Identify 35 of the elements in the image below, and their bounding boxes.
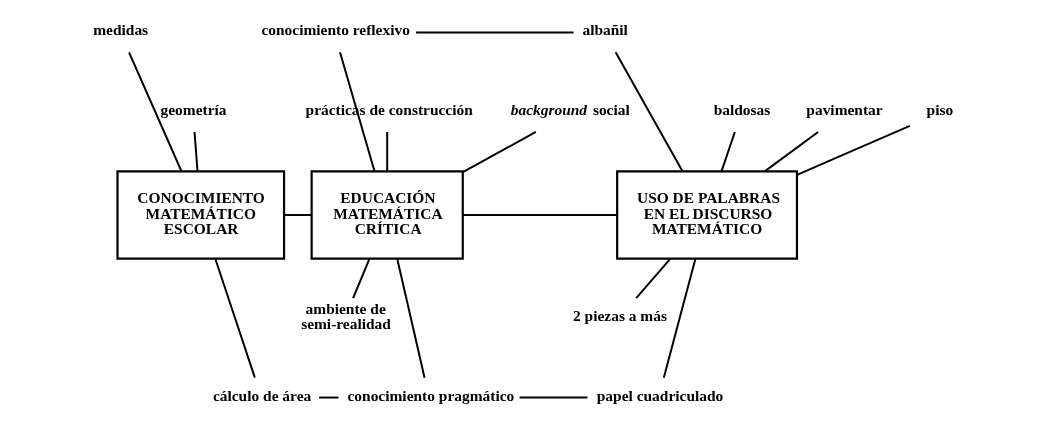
connector (318, 396, 340, 399)
node-text: papel cuadriculado (596, 386, 724, 404)
node-text: 2 piezas a más (573, 307, 667, 325)
connector (214, 257, 256, 379)
node-box: USO DE PALABRAS EN EL DISCURSO MATEMÁTICO (616, 170, 799, 260)
connector (352, 257, 371, 300)
connector (396, 257, 426, 379)
node-text: conocimiento pragmático (347, 386, 515, 404)
connector (720, 130, 736, 173)
connector (614, 51, 684, 173)
connector (763, 130, 820, 173)
node-text: conocimiento reflexivo (261, 21, 410, 39)
node-text: baldosas (713, 100, 771, 118)
connector (339, 51, 376, 173)
connector (796, 124, 911, 176)
connector (128, 51, 183, 173)
connector (283, 214, 313, 216)
node-text: cálculo de área (212, 386, 312, 404)
node-text: background social (510, 101, 630, 119)
connector (461, 214, 618, 216)
connector (193, 130, 199, 173)
node-box: CONOCIMIENTO MATEMÁTICO ESCOLAR (116, 170, 286, 260)
node-box: EDUCACIÓN MATEMÁTICA CRÍTICA (310, 170, 464, 260)
node-text: albañil (582, 21, 628, 39)
node-text: medidas (93, 21, 149, 39)
node-text: ambiente de semi-realidad (301, 299, 391, 333)
node-text: pavimentar (806, 100, 883, 118)
connector (518, 396, 589, 399)
connector (635, 257, 672, 300)
connector (461, 130, 537, 174)
node-text: geometría (160, 100, 227, 118)
connector (662, 257, 697, 379)
connector (386, 130, 389, 173)
connector (415, 31, 575, 34)
node-text: piso (926, 100, 954, 118)
